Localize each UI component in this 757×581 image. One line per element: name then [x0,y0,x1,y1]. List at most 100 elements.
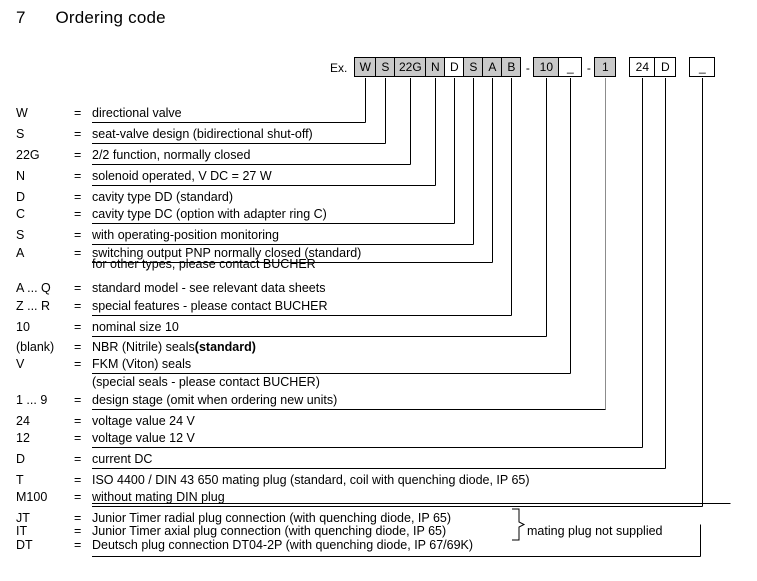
legend-equals: = [74,431,82,445]
legend-key: M100 [16,490,48,504]
code-box-a[interactable]: A [482,57,503,77]
code-box-plug[interactable]: _ [689,57,716,77]
legend-key: 22G [16,148,40,162]
legend-equals: = [74,320,82,334]
legend-row-d: D=cavity type DD (standard) [16,190,233,204]
legend-value: standard model - see relevant data sheet… [92,281,326,295]
legend-key: DT [16,538,33,552]
legend-row-s: S = seat-valve design (bidirectional shut-… [16,127,313,141]
code-box-design-stage[interactable]: 1 [594,57,617,77]
legend-value: switching output PNP normally closed (st… [92,246,362,260]
code-box-w[interactable]: W [354,57,377,77]
legend-value: directional valve [92,106,182,120]
legend-value: cavity type DD (standard) [92,190,234,204]
legend-row-m100: M100 = without mating DIN plug [16,490,225,504]
legend-row-s2: S=with operating-position monitoring [16,228,279,242]
code-separator-2: - [586,61,591,75]
legend-key: 12 [16,431,30,445]
legend-key: V [16,357,25,371]
section-number: 7 [16,8,26,27]
legend-value: cavity type DC (option with adapter ring… [92,207,327,221]
code-box-voltage[interactable]: 24 [629,57,656,77]
code-box-s2[interactable]: S [463,57,484,77]
legend-value: nominal size 10 [92,320,179,334]
legend-continuation-v: (special seals - please contact BUCHER) [92,375,320,389]
section-title: Ordering code [55,8,166,27]
legend-equals: = [74,538,82,552]
legend-value: seat-valve design (bidirectional shut-of… [92,127,313,141]
legend-equals: = [74,490,82,504]
legend-value: solenoid operated, V DC = 27 W [92,169,272,183]
legend-value: voltage value 24 V [92,414,195,428]
legend-row-24: 24 = voltage value 24 V [16,414,195,428]
legend-key: 1 ... 9 [16,393,48,407]
legend-equals: = [74,393,82,407]
legend-equals: = [74,127,82,141]
legend-equals: = [74,414,82,428]
code-gap-2 [676,57,690,79]
legend-key: C [16,207,26,221]
legend-key: A [16,246,25,260]
legend-equals: = [74,106,82,120]
legend-key: S [16,228,25,242]
legend-equals: = [74,190,82,204]
legend-row-10: 10 = nominal size 10 [16,320,179,334]
legend-value: 2/2 function, normally closed [92,148,251,162]
legend-key: W [16,106,28,120]
legend-equals: = [74,511,82,525]
legend-key: IT [16,524,28,538]
legend-value: design stage (omit when ordering new uni… [92,393,338,407]
legend-key: T [16,473,24,487]
legend-value: Deutsch plug connection DT04-2P (with qu… [92,538,474,552]
legend-key: 24 [16,414,30,428]
legend-equals: = [74,246,82,260]
legend-value: special features - please contact BUCHER [92,299,328,313]
legend-row-c: C = cavity type DC (option with adapter ri… [16,207,327,221]
code-box-current[interactable]: D [654,57,677,77]
code-box-d[interactable]: D [444,57,465,77]
code-box-b[interactable]: B [501,57,522,77]
code-box-10[interactable]: 10 [533,57,560,77]
legend-key: D [16,452,26,466]
legend-equals: = [74,340,82,354]
legend-value-emphasis: (standard) [194,340,256,354]
legend-equals: = [74,148,82,162]
code-box-s[interactable]: S [375,57,396,77]
legend-row-a: A = switching output PNP normally closed (… [16,246,361,260]
code-box-22g[interactable]: 22G [394,57,427,77]
legend-key: S [16,127,25,141]
legend-row-it: IT = Junior Timer axial plug connection (w… [16,524,446,538]
legend-row-v: V = FKM (Viton) seals [16,357,191,371]
legend-row-aq: A ... Q=standard model - see relevant da… [16,281,325,295]
legend-row-zr: Z ... R=special features - please contac… [16,299,328,313]
code-separator-1: - [525,61,530,75]
legend-row-12: 12 = voltage value 12 V [16,431,195,445]
brace-note-label: mating plug not supplied [527,524,663,538]
legend-value: NBR (Nitrile) seals [92,340,195,354]
code-box-n[interactable]: N [425,57,446,77]
legend-equals: = [74,207,82,221]
legend-value: ISO 4400 / DIN 43 650 mating plug (stand… [92,473,530,487]
legend-value: without mating DIN plug [92,490,225,504]
legend-key: 10 [16,320,30,334]
legend-equals: = [74,524,82,538]
code-box-seal[interactable]: _ [558,57,583,77]
legend-equals: = [74,299,82,313]
legend-row-dc: D=current DC [16,452,152,466]
legend-key: N [16,169,26,183]
legend-key: JT [16,511,30,525]
legend-value: FKM (Viton) seals [92,357,192,371]
legend-row-jt: JT = Junior Timer radial plug connection (… [16,511,451,525]
legend-key: A ... Q [16,281,51,295]
legend-row-19: 1 ... 9 = design stage (omit when ordering… [16,393,337,407]
legend-key: (blank) [16,340,55,354]
legend-value: voltage value 12 V [92,431,195,445]
legend-equals: = [74,357,82,371]
legend-value: Junior Timer axial plug connection (with… [92,524,447,538]
legend-continuation-a: for other types, please contact BUCHER [92,257,316,271]
legend-equals: = [74,169,82,183]
legend-value: current DC [92,452,153,466]
legend-value: Junior Timer radial plug connection (wit… [92,511,452,525]
